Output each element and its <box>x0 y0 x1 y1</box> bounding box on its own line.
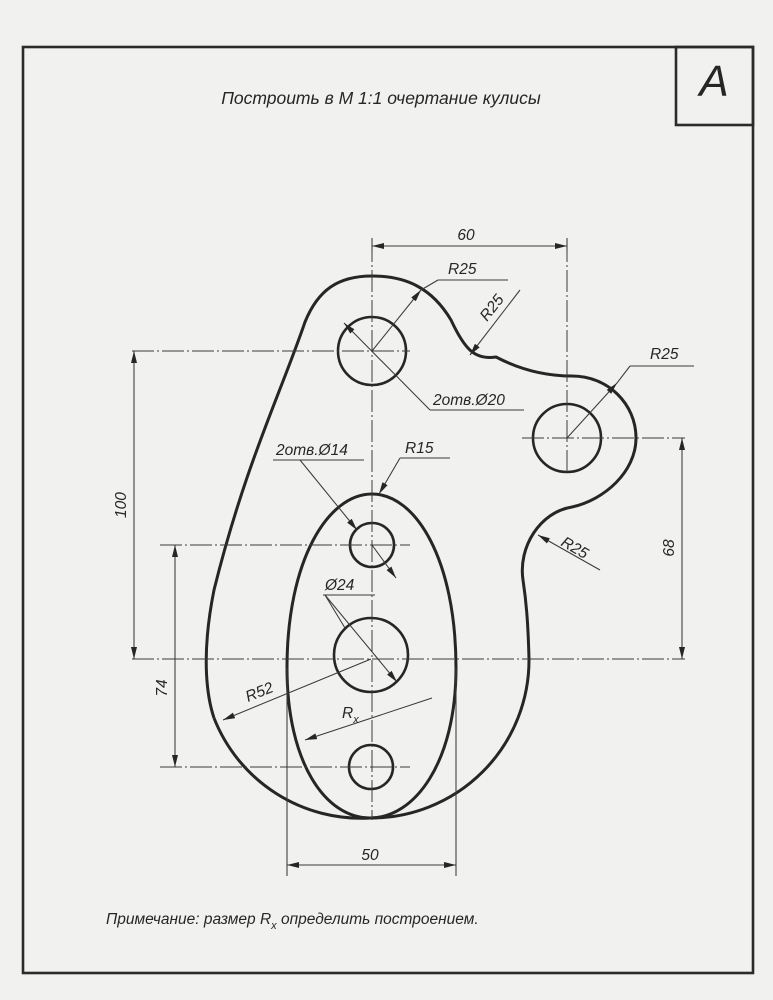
center-lines <box>132 240 685 820</box>
dim-holes-d20: 2отв.Ø20 <box>343 322 524 411</box>
dim-holes-d20-label: 2отв.Ø20 <box>432 392 505 409</box>
dim-r25-right: R25 <box>566 346 694 439</box>
dim-r25-arc: R25 <box>469 289 521 356</box>
dim-r25-top-label: R25 <box>448 261 477 278</box>
dim-50-label: 50 <box>361 847 379 864</box>
hole-d24 <box>332 616 410 694</box>
sheet-letter: A <box>696 57 728 106</box>
letter-box <box>674 45 755 127</box>
dim-r25-lower: R25 <box>537 534 601 571</box>
dim-d24: Ø24 <box>323 577 398 683</box>
dim-50: 50 <box>286 668 457 876</box>
task-title: Построить в М 1:1 очертание кулисы <box>221 88 541 108</box>
dim-60-label: 60 <box>457 227 475 244</box>
dim-100-label: 100 <box>113 492 130 518</box>
dim-68-label: 68 <box>661 539 678 557</box>
dim-r25-top: R25 <box>371 261 508 352</box>
dim-68: 68 <box>661 438 685 659</box>
dim-r25-lower-label: R25 <box>558 534 591 563</box>
dim-60: 60 <box>371 227 568 252</box>
dim-d24-label: Ø24 <box>324 577 355 594</box>
inner-oval <box>285 492 458 820</box>
dim-holes-d14-label: 2отв.Ø14 <box>275 442 348 459</box>
dim-r52-label: R52 <box>243 679 276 706</box>
dim-holes-d14: 2отв.Ø14 <box>273 442 364 531</box>
dim-100: 100 <box>113 351 137 659</box>
dim-r15-label: R15 <box>405 440 434 457</box>
dim-rx-label: Rx <box>342 705 359 726</box>
dim-r15: R15 <box>371 440 450 579</box>
dim-rx: Rx <box>304 697 433 741</box>
dim-r25-arc-label: R25 <box>477 291 508 324</box>
sheet-frame <box>21 45 755 975</box>
dim-74-label: 74 <box>154 679 171 697</box>
note-text: Примечание: размер Rx определить построе… <box>106 911 479 932</box>
dim-r25-right-label: R25 <box>650 346 679 363</box>
dim-74: 74 <box>154 545 178 767</box>
